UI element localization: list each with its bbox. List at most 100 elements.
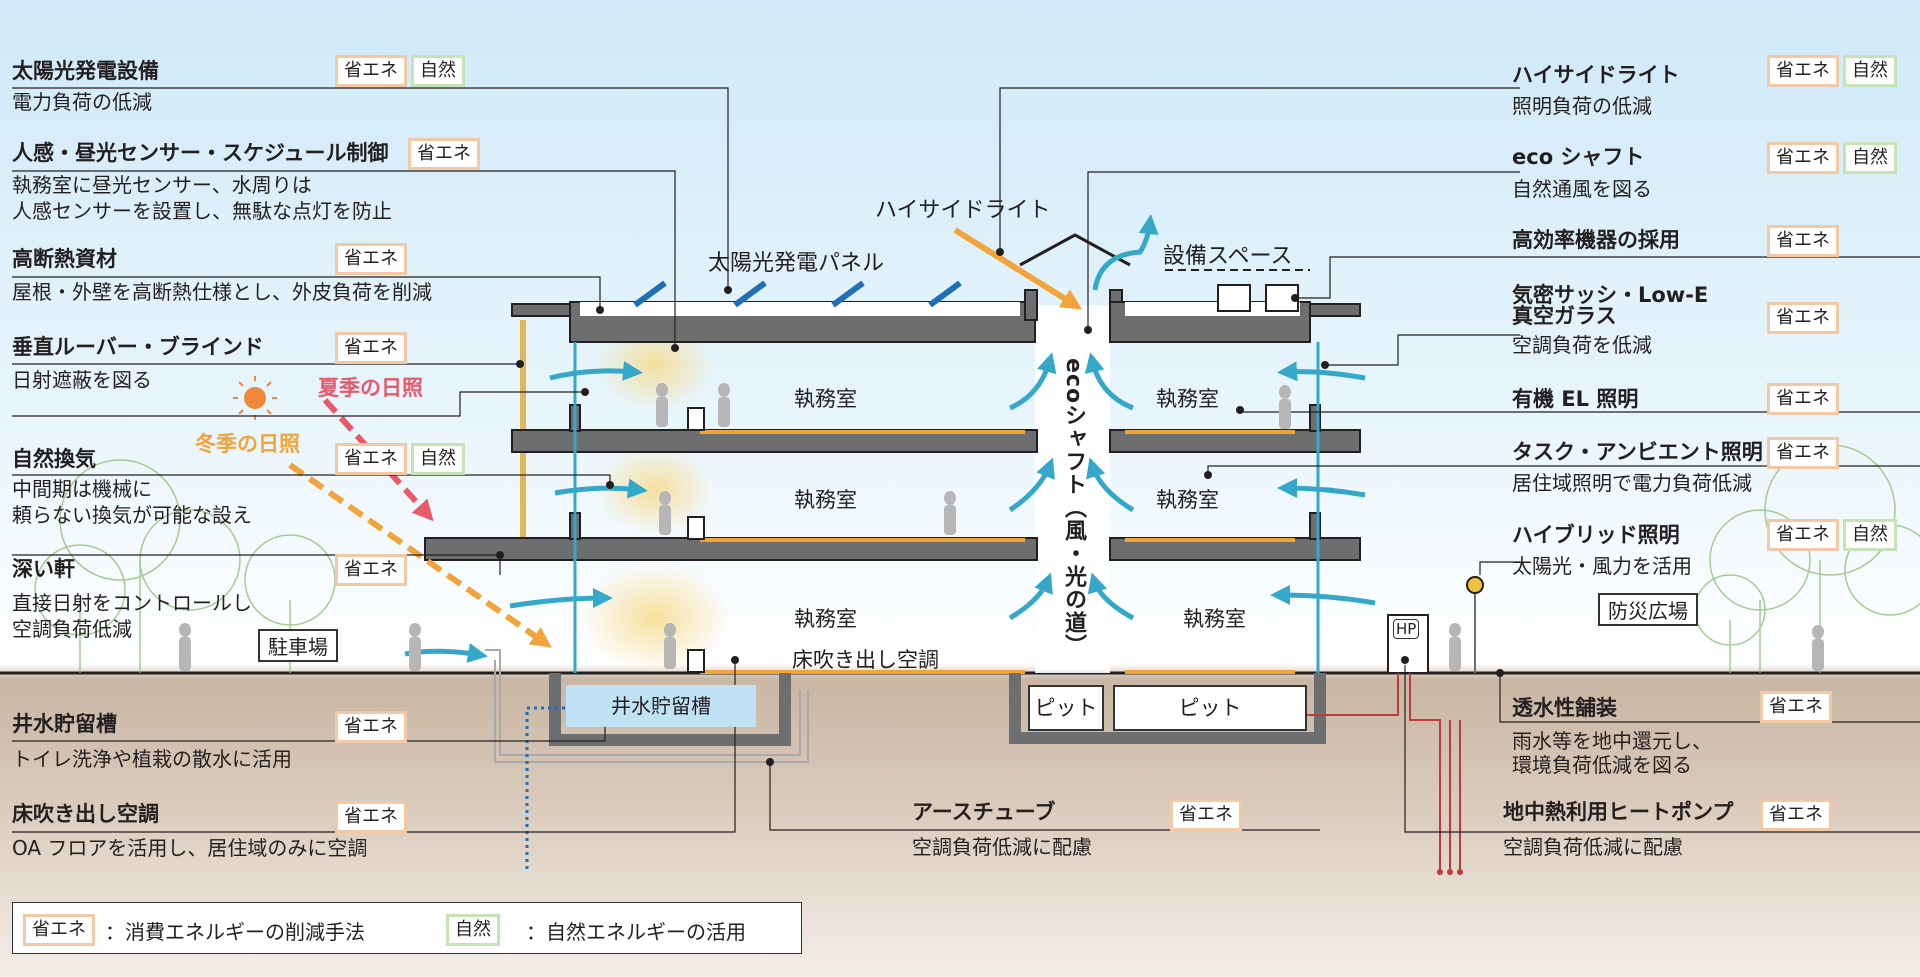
feature-title-insulation: 高断熱資材 [12, 247, 117, 271]
highside-light-label: ハイサイドライト [875, 198, 1051, 223]
tag-energy: 省エネ [335, 801, 407, 833]
pit-label: ピット [1113, 685, 1307, 731]
feature-desc: 空調負荷低減 [12, 617, 132, 641]
tag-energy: 省エネ [335, 554, 407, 586]
feature-desc: 環境負荷低減を図る [1512, 753, 1692, 777]
legend-tag-nature: 自然 [446, 914, 500, 946]
eco-shaft-label: ecoシャフト（風・光の道） [1061, 358, 1086, 658]
feature-title-efficient-equipment: 高効率機器の採用 [1512, 228, 1680, 252]
light-glow [595, 445, 715, 535]
feature-title-geothermal-hp: 地中熱利用ヒートポンプ [1503, 800, 1734, 824]
feature-title-earth-tube: アースチューブ [912, 800, 1056, 824]
tag-energy: 省エネ [335, 332, 407, 364]
highside-light-arrow [953, 227, 1083, 310]
feature-desc: 日射遮蔽を図る [12, 368, 152, 392]
tag-nature: 自然 [411, 443, 465, 475]
roof-parapet-left [511, 303, 571, 317]
solar-panel-label: 太陽光発電パネル [708, 251, 885, 276]
feature-desc: 屋根・外壁を高断熱仕様とし、外皮負荷を削減 [12, 280, 432, 304]
legend-text-energy: ：消費エネルギーの削減手法 [105, 920, 365, 944]
feature-title-natural-ventilation: 自然換気 [12, 447, 96, 471]
feature-desc: トイレ洗浄や植栽の散水に活用 [12, 747, 292, 771]
airflow-arrows [404, 214, 1376, 663]
office-room-label: 執務室 [794, 387, 857, 411]
light-glow [580, 563, 730, 673]
tag-energy: 省エネ [1767, 302, 1839, 334]
tag-energy: 省エネ [1767, 55, 1839, 87]
feature-title-organic-el: 有機 EL 照明 [1512, 387, 1639, 411]
tag-energy: 省エネ [1767, 225, 1839, 257]
geothermal-pipes [1285, 673, 1461, 870]
feature-title-eaves: 深い軒 [12, 557, 75, 581]
feature-title-louver: 垂直ルーバー・ブラインド [12, 335, 264, 359]
feature-desc: 中間期は機械に [12, 477, 152, 501]
legend: 省エネ ：消費エネルギーの削減手法 自然 ：自然エネルギーの活用 [12, 902, 802, 954]
tag-energy: 省エネ [335, 443, 407, 475]
office-room-label: 執務室 [794, 488, 857, 512]
feature-title-vacuum-glass: 真空ガラス [1512, 304, 1617, 328]
tag-nature: 自然 [1843, 55, 1897, 87]
tag-energy: 省エネ [335, 243, 407, 275]
feature-desc: 頼らない換気が可能な設え [12, 503, 252, 527]
pit-label: ピット [1028, 685, 1104, 731]
feature-desc: 執務室に昼光センサー、水周りは [12, 173, 312, 197]
feature-desc: 空調負荷を低減 [1512, 333, 1652, 357]
winter-sun-label: 冬季の日照 [195, 432, 300, 456]
heat-pump-unit [1387, 614, 1429, 674]
feature-desc: 自然通風を図る [1512, 177, 1652, 201]
feature-desc: 空調負荷低減に配慮 [1503, 835, 1683, 859]
floor-ac-label: 床吹き出し空調 [792, 648, 939, 672]
equipment-space-label: 設備スペース [1163, 244, 1293, 269]
disaster-plaza-label: 防災広場 [1598, 593, 1698, 626]
feature-desc: 雨水等を地中還元し、 [1512, 729, 1712, 753]
feature-desc: 照明負荷の低減 [1512, 94, 1652, 118]
feature-title-floor-ac: 床吹き出し空調 [12, 802, 159, 826]
feature-title-well-tank: 井水貯留槽 [12, 712, 117, 736]
office-room-label: 執務室 [1156, 387, 1219, 411]
feature-title-task-ambient: タスク・アンビエント照明 [1512, 440, 1763, 464]
feature-desc: 太陽光・風力を活用 [1512, 554, 1692, 578]
tag-nature: 自然 [1843, 142, 1897, 174]
tag-energy: 省エネ [408, 138, 480, 170]
tag-energy: 省エネ [1767, 437, 1839, 469]
office-room-label: 執務室 [794, 607, 857, 631]
feature-title-eco-shaft: eco シャフト [1512, 145, 1645, 169]
feature-desc: 直接日射をコントロールし [12, 591, 252, 615]
feature-title-airtight-sash: 気密サッシ・Low-E [1512, 283, 1709, 307]
feature-title-hybrid-light: ハイブリッド照明 [1512, 523, 1680, 547]
tag-nature: 自然 [1843, 519, 1897, 551]
basement-pit-wall [1009, 673, 1326, 744]
floor-slabs [424, 429, 1361, 561]
tag-energy: 省エネ [335, 711, 407, 743]
feature-desc: 空調負荷低減に配慮 [912, 835, 1092, 859]
feature-title-solar: 太陽光発電設備 [12, 59, 159, 83]
legend-text-nature: ：自然エネルギーの活用 [526, 920, 746, 944]
parking-label: 駐車場 [258, 629, 338, 662]
sun-icon [233, 376, 277, 420]
tag-energy: 省エネ [1767, 142, 1839, 174]
tree-left [34, 459, 336, 673]
heat-pump-label: HP [1393, 619, 1420, 639]
highside-roof [1019, 233, 1131, 267]
earth-tube [485, 649, 801, 756]
tag-energy: 省エネ [1767, 383, 1839, 415]
tag-energy: 省エネ [1170, 799, 1242, 831]
hybrid-light [1466, 576, 1484, 594]
well-tank-label: 井水貯留槽 [566, 685, 756, 727]
tag-energy: 省エネ [1767, 519, 1839, 551]
tag-energy: 省エネ [335, 55, 407, 87]
feature-desc: 電力負荷の低減 [12, 90, 152, 114]
solar-panels [633, 280, 962, 308]
people-silhouettes [179, 383, 1824, 671]
water-pipe [525, 706, 565, 870]
feature-title-sensor: 人感・昼光センサー・スケジュール制御 [12, 141, 389, 165]
equipment-unit [1217, 284, 1251, 312]
office-room-label: 執務室 [1156, 488, 1219, 512]
feature-title-highside-light: ハイサイドライト [1512, 63, 1680, 87]
feature-title-permeable-paving: 透水性舗装 [1512, 696, 1617, 720]
winter-sun-arrow [288, 462, 552, 648]
tag-nature: 自然 [411, 55, 465, 87]
feature-desc: OA フロアを活用し、居住域のみに空調 [12, 836, 368, 860]
summer-sun-label: 夏季の日照 [318, 376, 423, 400]
